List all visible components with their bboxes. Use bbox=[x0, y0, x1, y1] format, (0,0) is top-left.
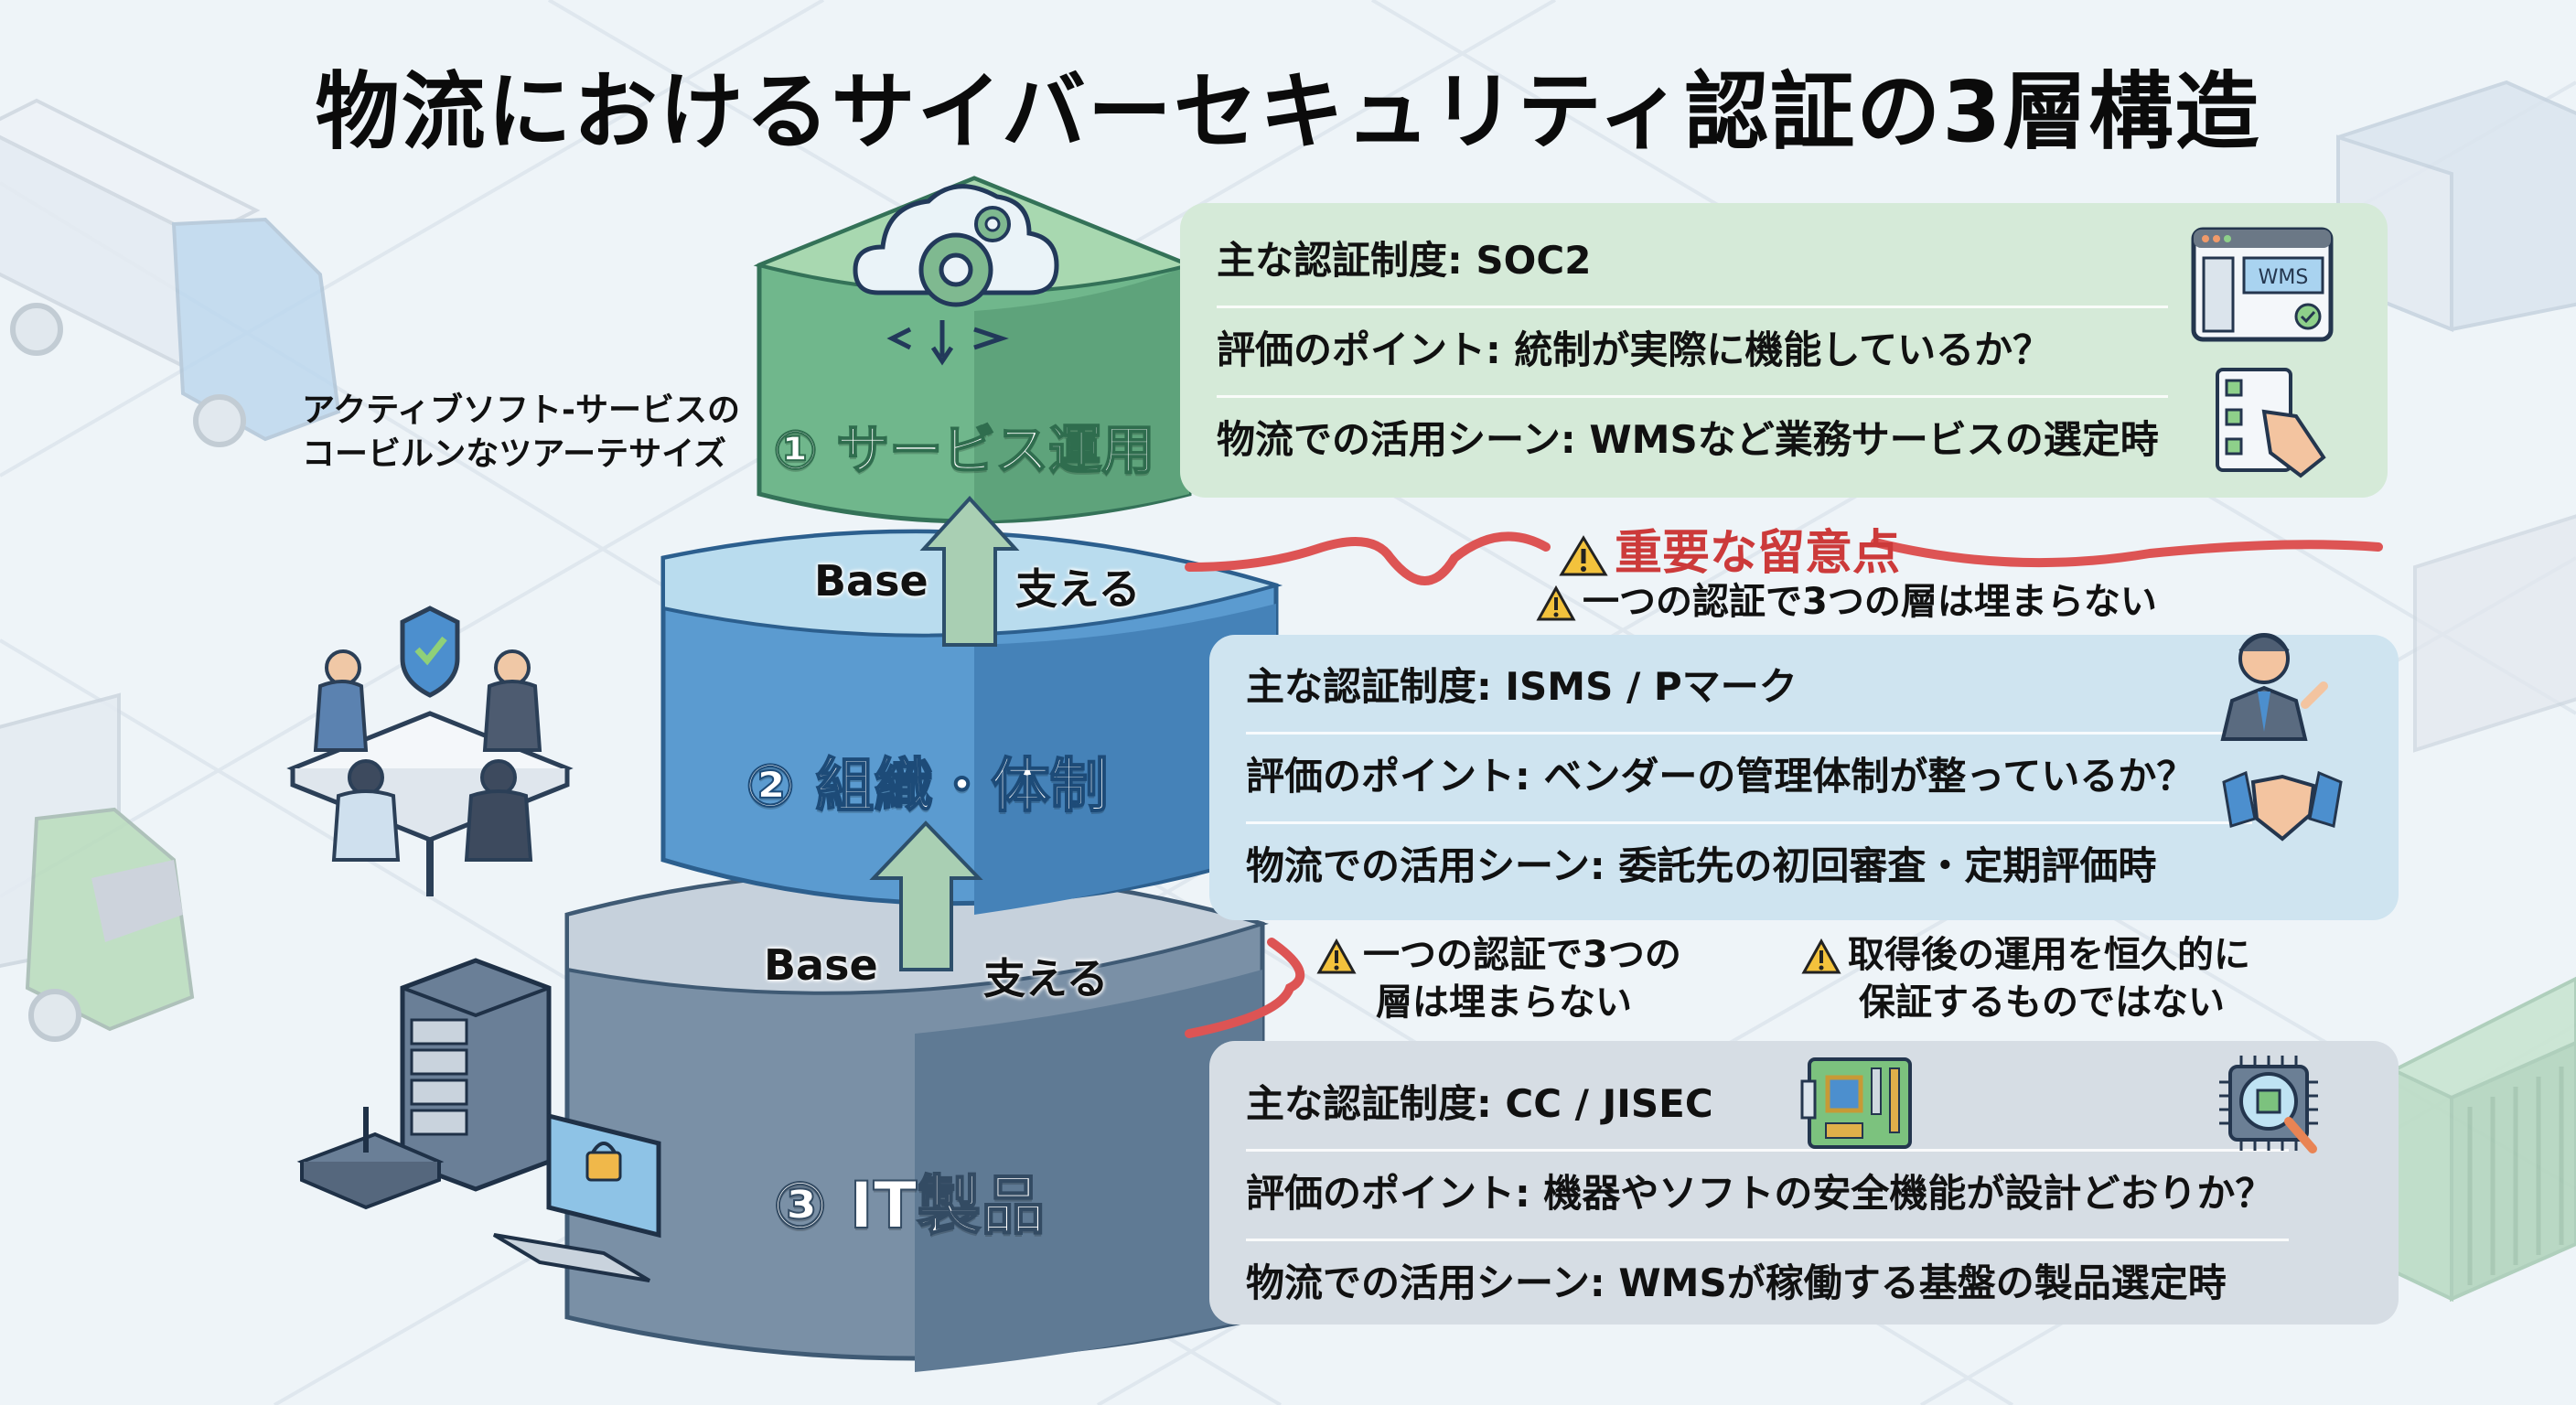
side-note-line-1: アクティブソフト‐サービスの bbox=[302, 391, 740, 429]
side-note-line-2: コービルンなツアーテサイズ bbox=[302, 435, 727, 473]
use-case-row: 物流での活用シーン: WMSが稼働する基盤の製品選定時 bbox=[1246, 1239, 2362, 1328]
warning-title-text: 重要な留意点 bbox=[1615, 526, 1901, 581]
use-case-row: 物流での活用シーン: WMSなど業務サービスの選定時 bbox=[1217, 395, 2351, 485]
truck-blue-icon bbox=[0, 98, 341, 447]
layer-organization-block bbox=[660, 529, 1283, 915]
handshake-icon bbox=[2222, 770, 2343, 842]
container-gray-icon-2 bbox=[2413, 514, 2576, 753]
warning-bottom-left-line-2: 層は埋まらない bbox=[1376, 981, 1632, 1024]
circuit-board-icon bbox=[1800, 1057, 1912, 1149]
warning-icon bbox=[1801, 938, 1841, 974]
layer-label-service-operation: ① サービス運用 bbox=[772, 418, 1155, 482]
businessman-icon bbox=[2220, 633, 2328, 741]
certifications-row: 主な認証制度: ISMS / Pマーク bbox=[1246, 664, 1798, 709]
evaluation-row: 評価のポイント: ベンダーの管理体制が整っているか？ bbox=[1246, 732, 2362, 821]
warning-icon bbox=[1559, 535, 1608, 576]
warning-bottom-right-line-2: 保証するものではない bbox=[1859, 981, 2225, 1024]
warning-title: 重要な留意点 bbox=[1559, 514, 1901, 583]
arrow-support-label-top: 支える bbox=[1015, 564, 1141, 614]
arrow-base-label-bottom: Base bbox=[764, 940, 878, 990]
warning-top-note: 一つの認証で3つの層は埋まらない bbox=[1536, 578, 2157, 626]
checklist-hand-icon bbox=[2216, 368, 2326, 478]
warning-top-note-text: 一つの認証で3つの層は埋まらない bbox=[1583, 581, 2157, 623]
layer-label-organization: ② 組織・体制 bbox=[745, 752, 1109, 821]
warning-icon bbox=[1316, 938, 1357, 974]
chip-magnifier-icon bbox=[2219, 1056, 2318, 1153]
panel-service-operation: 主な認証制度: SOC2 評価のポイント: 統制が実際に機能しているか？ 物流で… bbox=[1180, 203, 2388, 498]
layer-label-it-products: ③ IT製品 bbox=[772, 1167, 1046, 1244]
arrow-up-icon bbox=[919, 496, 1020, 647]
evaluation-row: 評価のポイント: 統制が実際に機能しているか？ bbox=[1217, 306, 2351, 395]
certifications-row: 主な認証制度: SOC2 bbox=[1217, 238, 1592, 283]
container-green-icon bbox=[2392, 976, 2576, 1303]
warning-bottom-right: 取得後の運用を恒久的に 保証するものではない bbox=[1801, 931, 2250, 1026]
arrow-support-label-bottom: 支える bbox=[983, 954, 1109, 1003]
warning-icon bbox=[1536, 585, 1576, 621]
arrow-base-label-top: Base bbox=[814, 556, 928, 606]
warning-bottom-left-line-1: 一つの認証で3つの bbox=[1363, 934, 1681, 976]
evaluation-row: 評価のポイント: 機器やソフトの安全機能が設計どおりか？ bbox=[1246, 1149, 2362, 1239]
warning-wave-line-top bbox=[1185, 531, 2383, 585]
certifications-row: 主な認証制度: CC / JISEC bbox=[1246, 1081, 1713, 1126]
layer-it-products-block bbox=[564, 868, 1269, 1372]
arrow-up-icon-2 bbox=[869, 820, 983, 971]
truck-green-icon bbox=[0, 692, 195, 1042]
wms-window-icon: WMS bbox=[2191, 227, 2334, 342]
side-note: アクティブソフト‐サービスの コービルンなツアーテサイズ bbox=[302, 389, 740, 477]
cloud-gear-icon bbox=[853, 184, 1059, 366]
meeting-shield-icon bbox=[286, 606, 574, 896]
panel-organization: 主な認証制度: ISMS / Pマーク 評価のポイント: ベンダーの管理体制が整… bbox=[1209, 635, 2399, 920]
wms-badge-text: WMS bbox=[2259, 266, 2309, 289]
warning-wave-line-bottom bbox=[1185, 938, 1305, 1038]
warning-bottom-right-line-1: 取得後の運用を恒久的に bbox=[1848, 934, 2250, 976]
page-title: 物流におけるサイバーセキュリティ認証の3層構造 bbox=[315, 63, 2261, 161]
use-case-row: 物流での活用シーン: 委託先の初回審査・定期評価時 bbox=[1246, 821, 2362, 911]
warning-bottom-left: 一つの認証で3つの 層は埋まらない bbox=[1316, 931, 1681, 1026]
server-lock-icon bbox=[296, 958, 661, 1282]
